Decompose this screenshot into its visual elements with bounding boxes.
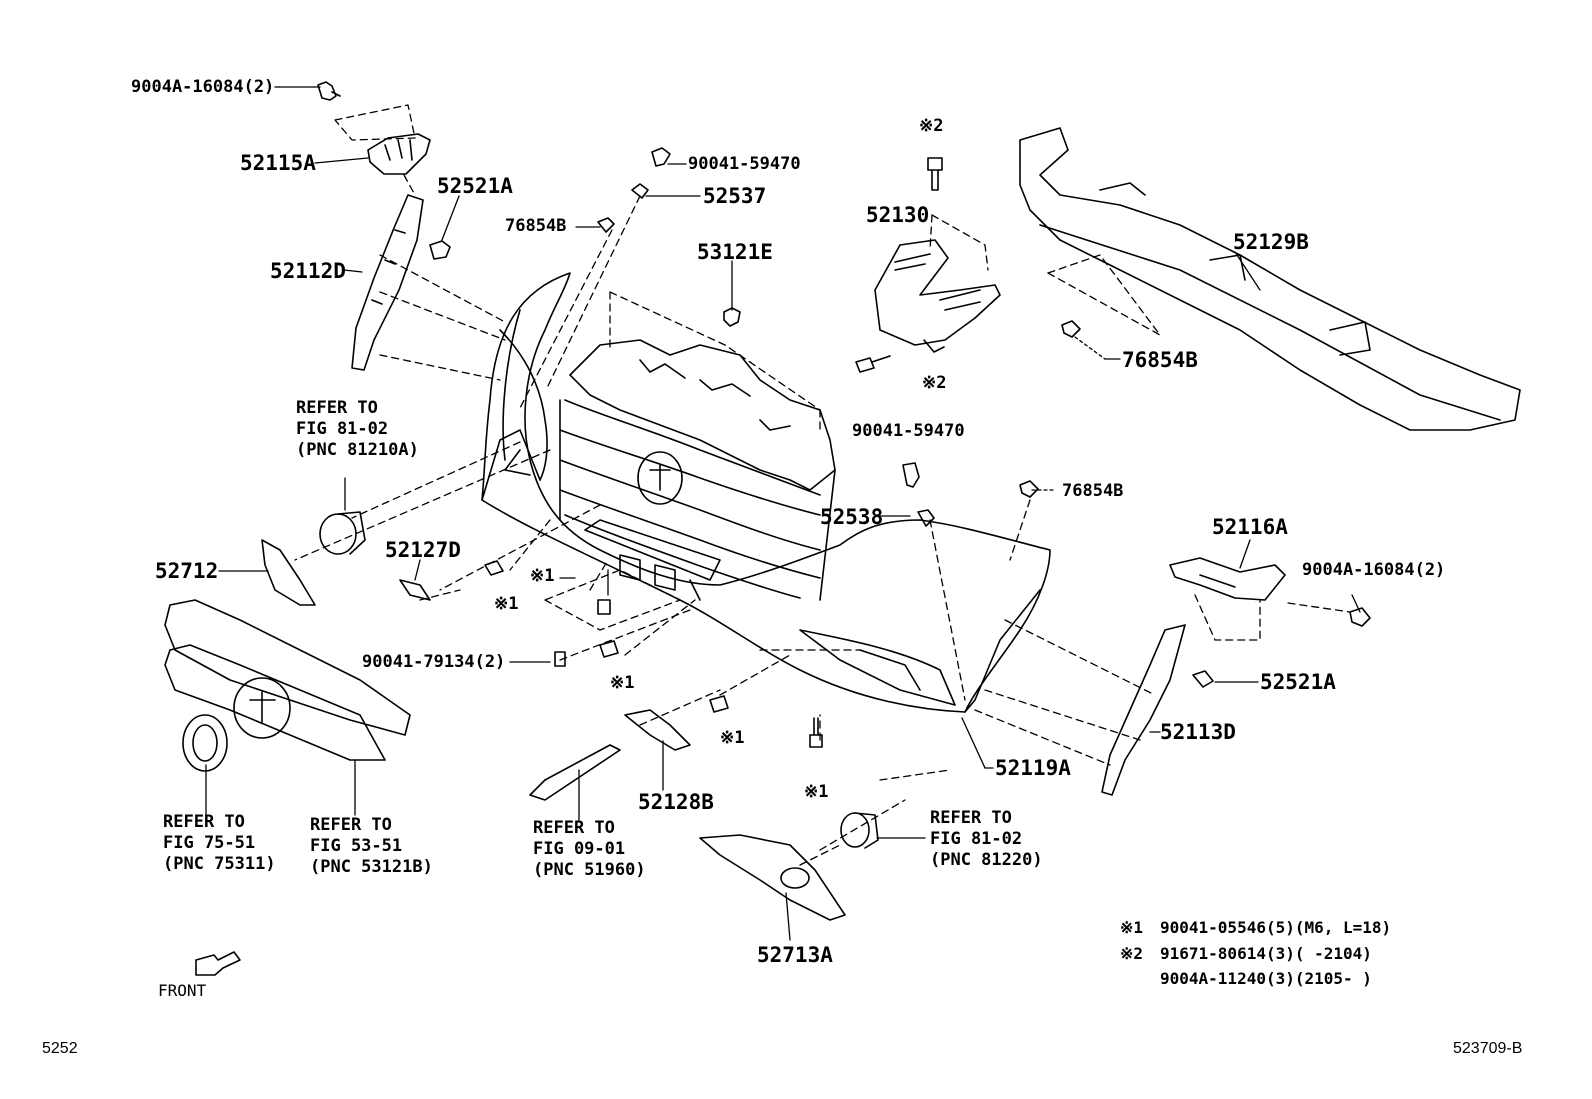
- clip-52127d-drawing: [399, 579, 431, 601]
- mark-m2-bolt: ※2: [922, 373, 947, 393]
- footer-page-code: 5252: [42, 1040, 78, 1057]
- label-52113d: 52113D: [1160, 720, 1236, 744]
- absorber-52129b-drawing: [1019, 127, 1521, 431]
- label-90041-59470-top: 90041-59470: [688, 154, 801, 174]
- mark-m1-e: ※1: [804, 782, 829, 802]
- bracket-52116a-drawing: [1169, 557, 1286, 601]
- lower-grille-drawing: [164, 599, 411, 761]
- ref-line: (PNC 81210A): [296, 440, 419, 460]
- ref-line: REFER TO: [163, 812, 245, 832]
- ref-line: REFER TO: [930, 808, 1012, 828]
- upper-grille-drawing: [559, 339, 836, 601]
- leader-lines: [205, 86, 1361, 941]
- front-arrow-icon: [195, 951, 241, 976]
- label-9004a-16084-right: 9004A-16084(2): [1302, 560, 1446, 580]
- label-76854b-right: 76854B: [1122, 348, 1198, 372]
- ref-line: FIG 75-51: [163, 833, 256, 853]
- ref-line: FIG 81-02: [930, 829, 1023, 849]
- footer-figure-code: 523709-B: [1453, 1040, 1523, 1057]
- ref-line: REFER TO: [533, 818, 615, 838]
- label-52116a: 52116A: [1212, 515, 1288, 539]
- label-76854b-mid: 76854B: [1062, 481, 1124, 501]
- clips-right-drawing: [1192, 607, 1371, 688]
- fog-light-right-drawing: [840, 812, 879, 849]
- label-9004a-16084-left: 9004A-16084(2): [131, 77, 275, 97]
- label-52521a-left: 52521A: [437, 174, 513, 198]
- ref-line: FIG 53-51: [310, 836, 403, 856]
- ref-line: REFER TO: [310, 815, 392, 835]
- bezel-52713a-drawing: [699, 834, 846, 921]
- label-76854b-left: 76854B: [505, 216, 567, 236]
- note-m1-text: 90041-05546(5)(M6, L=18): [1160, 918, 1392, 937]
- ref-line: (PNC 75311): [163, 854, 276, 874]
- strip-52112d-drawing: [351, 194, 424, 371]
- mark-m1-d: ※1: [720, 728, 745, 748]
- label-52538: 52538: [820, 505, 884, 529]
- label-52115a: 52115A: [240, 151, 316, 175]
- label-90041-59470-mid: 90041-59470: [852, 421, 965, 441]
- ref-wire: REFER TO FIG 09-01 (PNC 51960): [533, 818, 646, 881]
- label-52112d: 52112D: [270, 259, 346, 283]
- clip-icon: [317, 81, 341, 101]
- note-m2-text-2: 9004A-11240(3)(2105- ): [1160, 969, 1372, 988]
- ref-line: REFER TO: [296, 398, 378, 418]
- small-clips-drawing: [597, 147, 741, 327]
- clips-76854b-drawing: [902, 320, 1081, 527]
- wire-drawing: [529, 744, 621, 801]
- bolts-m1-drawing: [484, 560, 823, 748]
- ref-emblem: REFER TO FIG 75-51 (PNC 75311): [163, 812, 276, 875]
- note-m2-mark: ※2: [1120, 944, 1144, 963]
- label-52128b: 52128B: [638, 790, 714, 814]
- mark-m1-c: ※1: [610, 673, 635, 693]
- clip-52521a-left-drawing: [429, 240, 451, 260]
- strip-52113d-drawing: [1101, 624, 1186, 796]
- label-52119a: 52119A: [995, 756, 1071, 780]
- front-label: FRONT: [158, 981, 207, 1000]
- dashed-guides: [294, 104, 1351, 866]
- ref-line: (PNC 53121B): [310, 857, 433, 877]
- label-90041-79134: 90041-79134(2): [362, 652, 506, 672]
- label-53121e: 53121E: [697, 240, 773, 264]
- note-m1-mark: ※1: [1120, 918, 1144, 937]
- label-52712: 52712: [155, 559, 219, 583]
- label-52537: 52537: [703, 184, 767, 208]
- bolts-m2-drawing: [855, 157, 943, 373]
- emblem-drawing: [182, 714, 228, 772]
- mark-m2-top: ※2: [919, 116, 944, 136]
- note-m2-text: 91671-80614(3)( -2104): [1160, 944, 1372, 963]
- bracket-52128b-drawing: [624, 709, 691, 751]
- mark-m1-a: ※1: [530, 566, 555, 586]
- label-52127d: 52127D: [385, 538, 461, 562]
- ref-fog-light-left: REFER TO FIG 81-02 (PNC 81210A): [296, 398, 419, 461]
- label-52130: 52130: [866, 203, 930, 227]
- fog-light-left-drawing: [261, 511, 366, 606]
- bracket-52130-drawing: [874, 239, 1001, 353]
- label-52521a-right: 52521A: [1260, 670, 1336, 694]
- label-52713a: 52713A: [757, 943, 833, 967]
- ref-fog-light-right: REFER TO FIG 81-02 (PNC 81220): [930, 808, 1043, 871]
- label-52129b: 52129B: [1233, 230, 1309, 254]
- ref-line: (PNC 81220): [930, 850, 1043, 870]
- bracket-52115a-drawing: [367, 133, 431, 175]
- ref-grille: REFER TO FIG 53-51 (PNC 53121B): [310, 815, 433, 878]
- ref-line: (PNC 51960): [533, 860, 646, 880]
- ref-line: FIG 81-02: [296, 419, 389, 439]
- mark-m1-b: ※1: [494, 594, 519, 614]
- ref-line: FIG 09-01: [533, 839, 626, 859]
